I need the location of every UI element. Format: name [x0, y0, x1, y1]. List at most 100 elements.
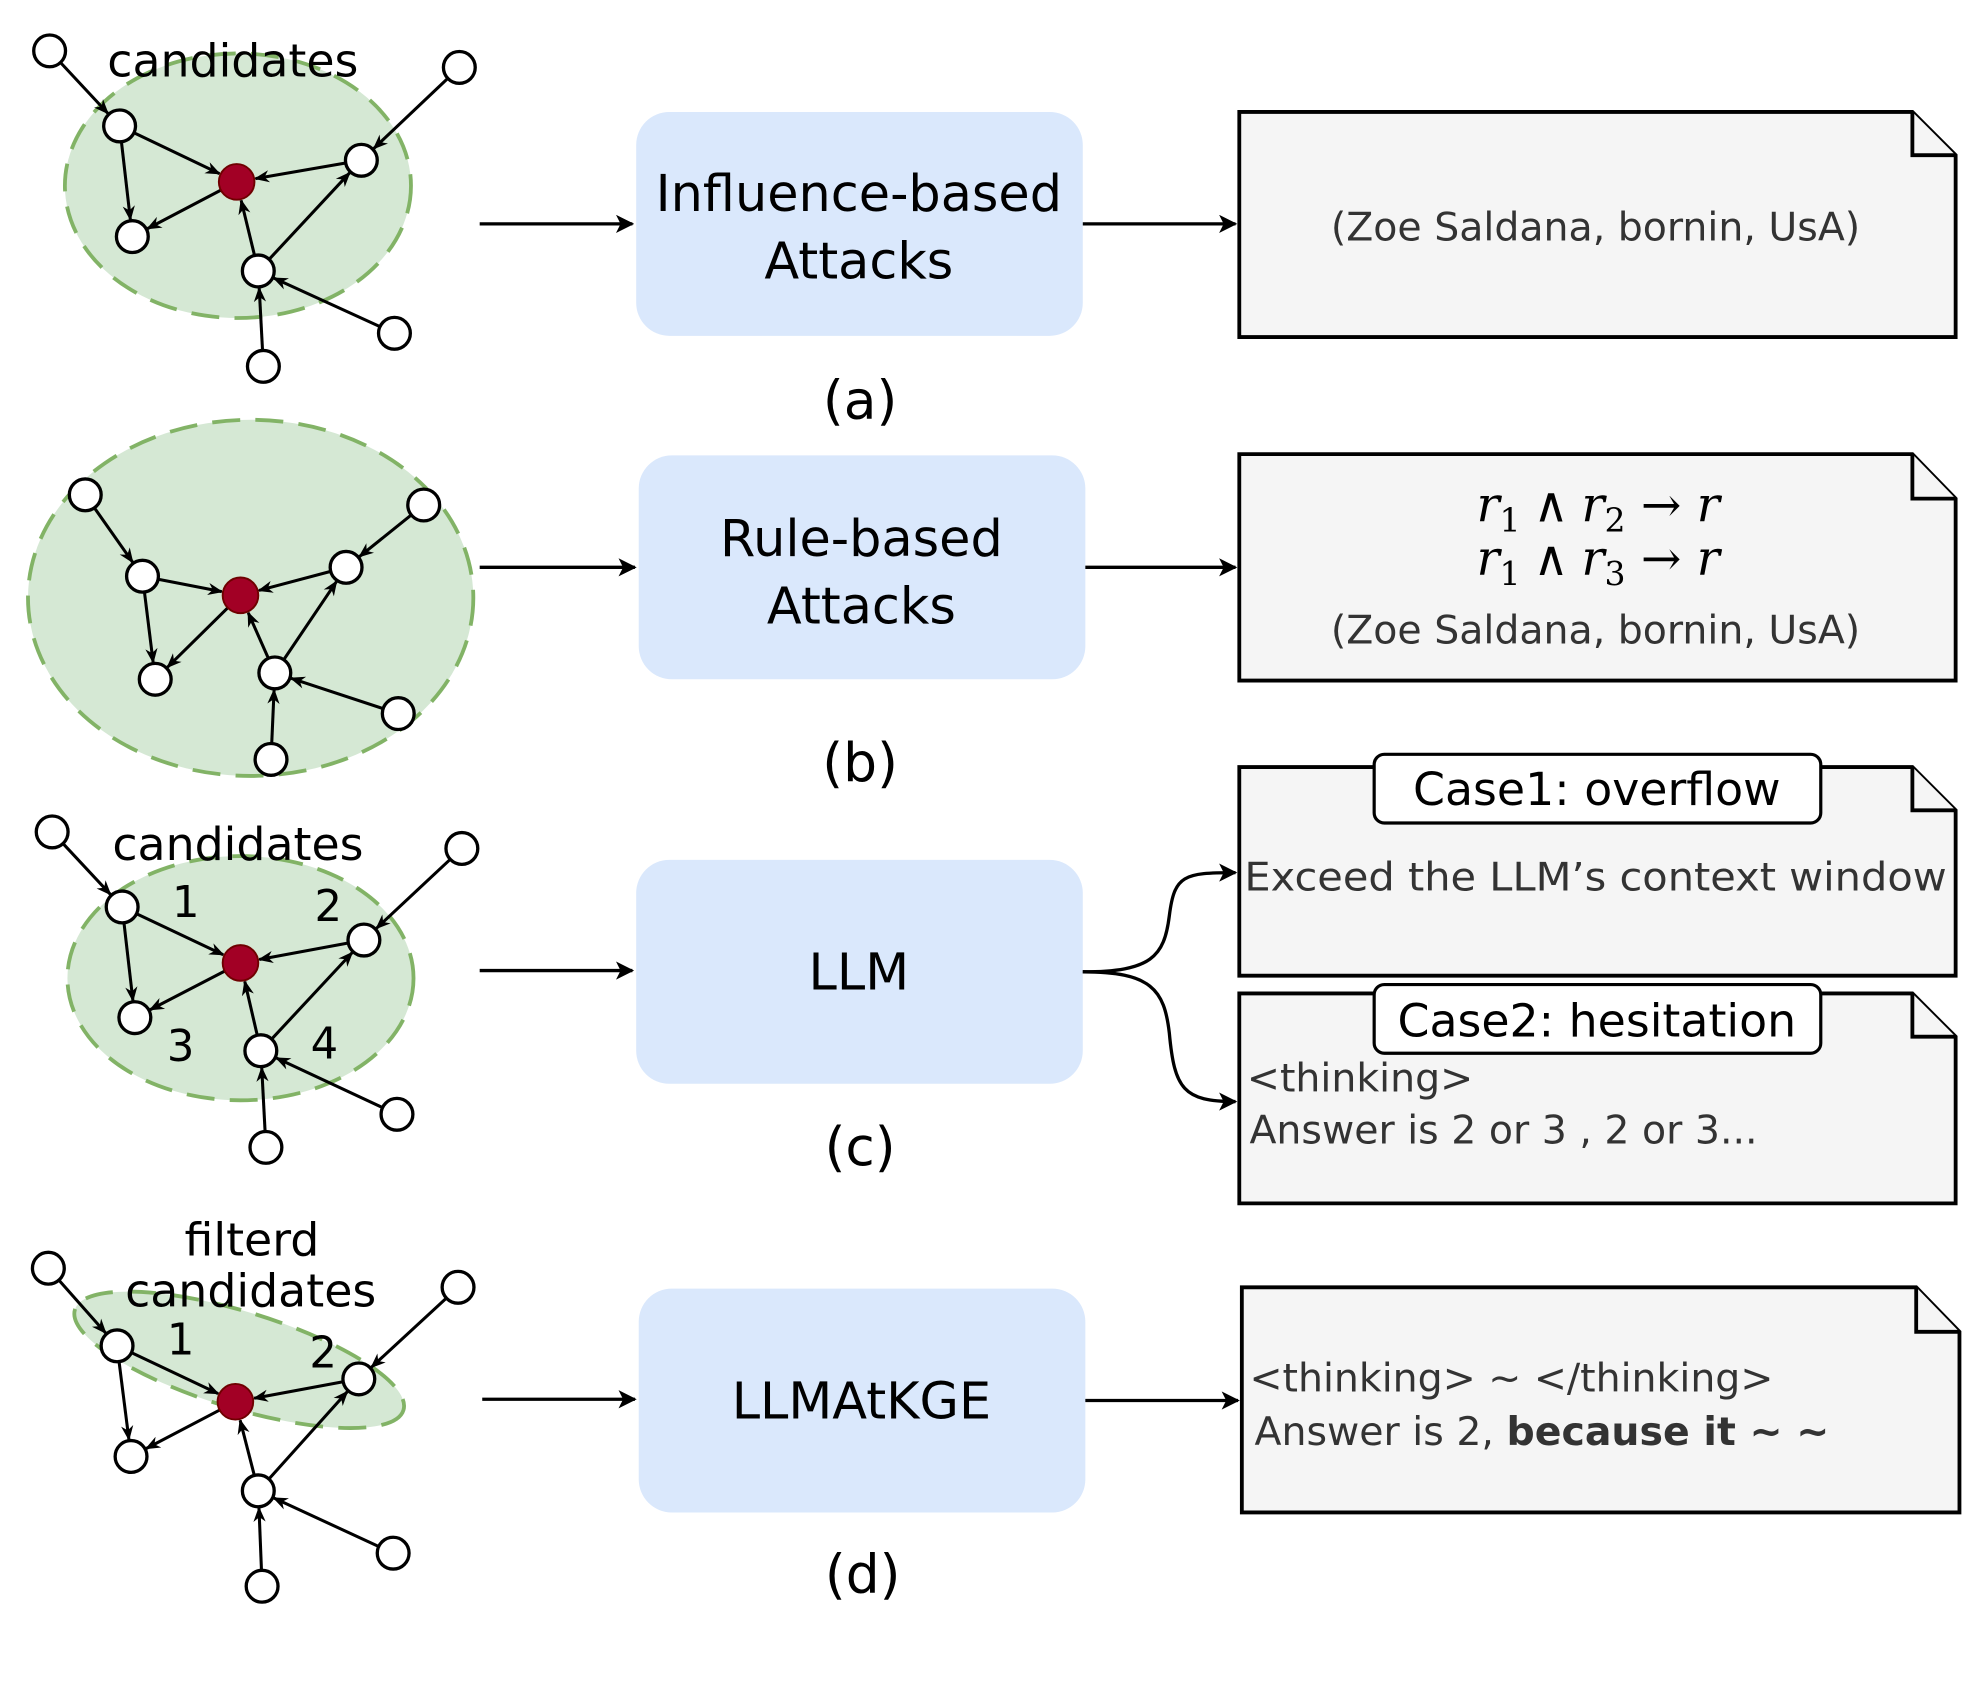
relation-edge [375, 858, 452, 930]
outer-entity-bottom-right-icon [376, 315, 412, 351]
influence-attacks-label-line1: Influence-based [656, 164, 1062, 223]
region-label-d-line2: candidates [125, 1263, 376, 1317]
relation-edge [135, 912, 225, 957]
region-label-a: candidates [107, 33, 358, 87]
relation-edge [133, 131, 221, 176]
rule-2-sub2: 3 [1605, 554, 1626, 593]
row-c: candidates 1 2 3 4 LLM Case1: overflow E… [34, 752, 1958, 1206]
output-note-case2: Case2: hesitation <thinking> Answer is 2… [1237, 982, 1958, 1206]
output-note-a: (Zoe Saldana, bornin, UsA) [1237, 110, 1958, 339]
caption-d: (d) [825, 1543, 901, 1606]
rule-attacks-label-line1: Rule-based [720, 509, 1003, 568]
rule-2-r1: r [1476, 531, 1502, 587]
rule-2-r: r [1697, 531, 1723, 587]
outer-entity-top-right-icon [406, 487, 442, 523]
region-label-d-line1: filterd [185, 1213, 320, 1267]
rule-2-sub1: 1 [1500, 554, 1521, 593]
note-shape [1237, 110, 1958, 339]
answer-reason: because it ~ ~ [1507, 1409, 1830, 1455]
case1-tab [1372, 752, 1823, 825]
relation-edge [157, 577, 224, 596]
candidate-number-4: 4 [311, 1019, 339, 1069]
relation-edge [253, 161, 346, 183]
outer-entity-top-left-icon [67, 477, 103, 513]
candidate-entity-2-icon [346, 922, 382, 958]
rule-attacks-box [638, 455, 1086, 680]
note-shape [1239, 1285, 1962, 1515]
output-note-b: r1∧r2→r r1∧r3→r (Zoe Saldana, bornin, Us… [1237, 452, 1958, 683]
rule-1-arrow: → [1641, 478, 1682, 534]
caption-c: (c) [825, 1115, 896, 1178]
llm-label: LLM [809, 943, 910, 1002]
rule-formula-2: r1∧r3→r [1476, 531, 1722, 593]
output-note-case1: Case1: overflow Exceed the LLM’s context… [1237, 752, 1958, 978]
candidate-entity-4-icon [257, 655, 293, 691]
case1-text: Exceed the LLM’s context window [1244, 854, 1946, 900]
row-d: filterd candidates 1 2 LLMAtKGE <thinkin… [30, 1213, 1962, 1606]
outer-entity-bottom-icon [248, 1129, 284, 1165]
relation-edge [241, 980, 259, 1036]
relation-edge [257, 569, 332, 593]
relation-edge [146, 187, 224, 230]
relation-edge [57, 1279, 107, 1335]
graph-c [34, 814, 480, 1165]
relation-edge [253, 1506, 266, 1571]
rule-1-and: ∧ [1533, 478, 1568, 534]
llm-box [636, 859, 1083, 1084]
relation-edge [117, 1361, 134, 1441]
rule-1-sub2: 2 [1605, 501, 1626, 540]
relation-edge [93, 506, 134, 564]
relation-edge [275, 1056, 384, 1109]
outer-entity-bottom-icon [244, 1568, 280, 1604]
candidate-number-3: 3 [167, 1022, 195, 1072]
candidate-number-1-d: 1 [167, 1316, 195, 1366]
rule-1-r1: r [1476, 478, 1502, 534]
svg-text:r1∧r2→r: r1∧r2→r [1476, 478, 1722, 540]
relation-edge [267, 1390, 349, 1481]
candidate-entity-4-icon [240, 1473, 276, 1509]
branch-arrow-case2 [1082, 970, 1238, 1111]
graph-d [30, 1250, 476, 1604]
relation-edge [142, 591, 158, 664]
candidate-number-2-d: 2 [309, 1328, 337, 1378]
candidate-entity-1-icon [104, 889, 140, 925]
svg-text:r1∧r3→r: r1∧r3→r [1476, 531, 1722, 593]
influence-attacks-box [636, 111, 1083, 336]
rule-2-arrow: → [1641, 531, 1682, 587]
relation-edge [237, 1418, 256, 1476]
triple-text-a: (Zoe Saldana, bornin, UsA) [1331, 204, 1860, 250]
output-note-d: <thinking> ~ </thinking> Answer is 2, be… [1239, 1285, 1962, 1515]
relation-edge [122, 922, 138, 1003]
caption-b: (b) [822, 731, 898, 794]
candidate-entity-4-icon [243, 1033, 279, 1069]
outer-entity-top-left-icon [32, 33, 68, 69]
region-label-c: candidates [112, 817, 363, 871]
relation-edge [130, 1351, 220, 1396]
note-fold-icon [1914, 1287, 1960, 1334]
relation-edge [61, 842, 112, 896]
thinking-block: <thinking> ~ </thinking> [1249, 1356, 1773, 1402]
relation-edge [119, 141, 135, 222]
outer-entity-bottom-right-icon [380, 696, 416, 732]
outer-entity-bottom-icon [245, 348, 281, 384]
case2-answer: Answer is 2 or 3 , 2 or 3... [1249, 1108, 1757, 1154]
relation-edge [268, 171, 351, 261]
row-b: Rule-based Attacks r1∧r2→r r1∧r3→r (Zoe … [26, 417, 1958, 794]
candidate-entity-3-icon [114, 219, 150, 255]
note-fold-icon [1910, 454, 1956, 501]
branch-arrow-case1 [1082, 863, 1238, 974]
relation-edge [272, 276, 381, 329]
outer-entity-top-right-icon [444, 830, 480, 867]
relation-edge [59, 61, 110, 115]
answer-prefix: Answer is 2, [1255, 1409, 1507, 1455]
relation-edge [282, 580, 338, 661]
candidate-entity-3-icon [113, 1438, 149, 1475]
target-entity-icon [221, 576, 260, 615]
candidate-entity-2-icon [343, 142, 379, 178]
outer-entity-top-right-icon [441, 49, 477, 85]
relation-edge [372, 77, 449, 150]
relation-edge [270, 951, 354, 1041]
rule-1-r: r [1697, 478, 1723, 534]
triple-text-b: (Zoe Saldana, bornin, UsA) [1331, 608, 1860, 654]
